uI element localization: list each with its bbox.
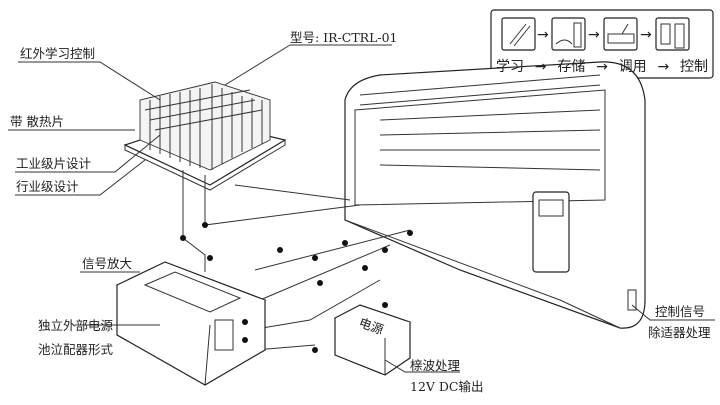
label-ext-power-1: 独立外部电源 <box>38 318 114 333</box>
workflow-panel: → → → <box>490 9 714 79</box>
label-model: 型号: IR-CTRL-01 <box>290 30 398 45</box>
label-ir-learning: 红外学习控制 <box>20 46 95 61</box>
flow-arrow: → <box>534 59 547 75</box>
flow-arrow: → <box>596 59 608 75</box>
leader-lines <box>8 44 715 373</box>
workflow-steps: 学习 → 存储 → 调用 → 控制 <box>496 58 708 76</box>
flow-arrow: → <box>537 27 549 43</box>
flow-step-store: 存储 <box>557 59 586 75</box>
power-supply-box: 电源 <box>333 304 412 376</box>
label-industrial-chip: 工业级片设计 <box>16 156 91 171</box>
flow-arrow: → <box>588 27 600 43</box>
air-conditioner <box>344 61 646 329</box>
wire-connectors <box>180 222 413 353</box>
recall-icon <box>603 17 638 51</box>
heatsink-module <box>123 81 287 191</box>
label-industry-grade: 行业级设计 <box>16 179 79 194</box>
label-filter: 榇波处理 <box>410 358 461 373</box>
wires <box>182 170 411 351</box>
label-ctrl-signal: 控制信号 <box>655 304 705 319</box>
flow-arrow: → <box>640 27 652 43</box>
control-icon <box>655 17 690 51</box>
store-icon <box>551 17 586 51</box>
flow-step-recall: 调用 <box>618 59 647 75</box>
ac-control-panel <box>532 191 570 273</box>
flow-step-control: 控制 <box>679 59 708 75</box>
label-heatsink: 带 散热片 <box>10 114 64 129</box>
learn-icon <box>501 17 536 51</box>
label-signal-amp: 信号放大 <box>82 256 132 271</box>
label-dc-output: 12V DC输出 <box>410 379 484 394</box>
amplifier-box <box>115 261 267 386</box>
label-ctrl-processing: 除适器处理 <box>648 325 711 340</box>
flow-step-learn: 学习 <box>496 59 524 75</box>
flow-arrow: → <box>657 59 670 75</box>
label-ext-power-2: 池泣配器形式 <box>38 342 114 357</box>
